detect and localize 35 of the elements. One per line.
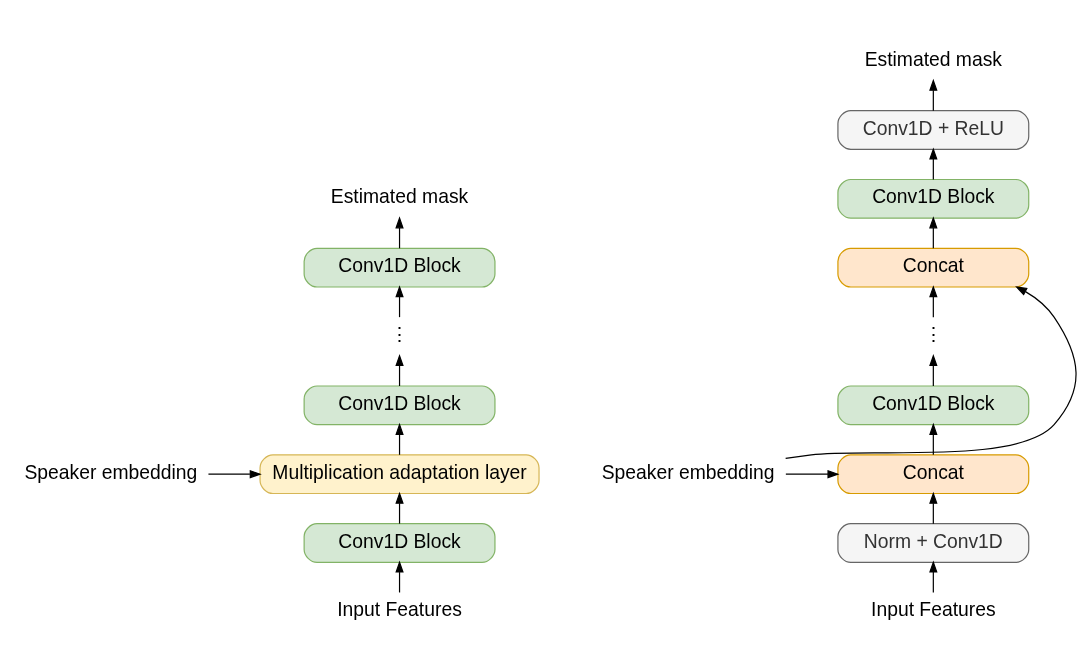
node-box: Concat (837, 453, 1030, 494)
arrow (395, 353, 404, 387)
arrow (785, 469, 840, 478)
arrow (929, 284, 938, 318)
node-box: Conv1D Block (303, 522, 496, 563)
node-text: Speaker embedding (24, 461, 198, 483)
node-text: Input Features (871, 598, 996, 620)
node-box: Conv1D Block (303, 247, 496, 288)
arrow (395, 284, 404, 318)
node-text: ⋮ (390, 323, 410, 345)
arrow (929, 215, 938, 249)
arrow (929, 147, 938, 180)
node-box: Conv1D Block (303, 384, 496, 425)
arrow (395, 560, 404, 593)
node-box: Concat (837, 247, 1030, 288)
node-text: Speaker embedding (601, 461, 775, 483)
node-box: Conv1D Block (837, 384, 1030, 425)
node-text: Estimated mask (330, 185, 469, 207)
arrow (785, 285, 1077, 459)
node-box: Norm + Conv1D (837, 522, 1030, 563)
arrow (929, 422, 938, 455)
arrow (207, 469, 262, 478)
node-text: Input Features (337, 598, 462, 620)
arrow (395, 491, 404, 524)
arrow (395, 215, 404, 249)
arrow (929, 353, 938, 387)
node-text: Estimated mask (864, 48, 1003, 70)
node-text: ⋮ (923, 323, 943, 345)
arrow (929, 560, 938, 593)
arrow (395, 422, 404, 455)
node-box: Conv1D + ReLU (837, 109, 1030, 150)
node-box: Conv1D Block (837, 178, 1030, 219)
arrow (929, 78, 938, 111)
node-box: Multiplication adaptation layer (259, 453, 540, 494)
arrow (929, 491, 938, 524)
